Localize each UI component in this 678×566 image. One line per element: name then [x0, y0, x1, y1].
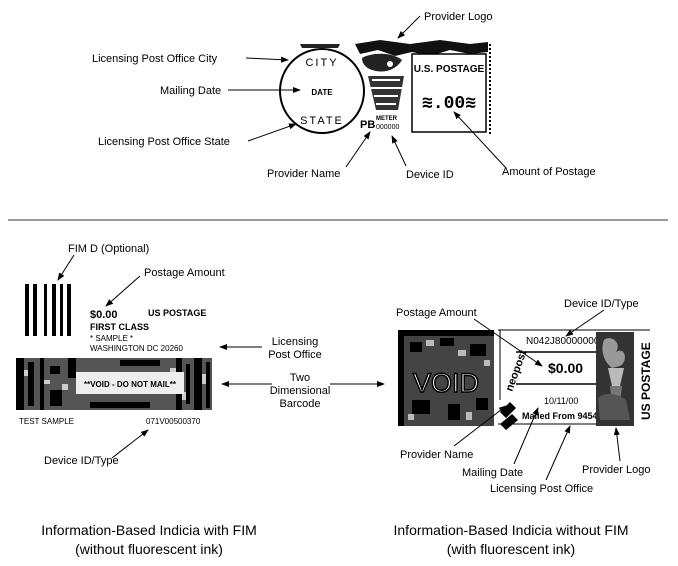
eagle-logo-icon: [300, 40, 488, 110]
label-barcode-1: Two: [290, 372, 310, 384]
meter-callouts: [228, 15, 507, 169]
nofim-amount: $0.00: [548, 360, 583, 376]
nofim-void: VOID: [413, 368, 479, 398]
fim-caption: Information-Based Indicia with FIM (with…: [18, 521, 280, 559]
label-nofim-device-id: Device ID/Type: [564, 298, 639, 310]
stamp-us-postage: U.S. POSTAGE: [414, 64, 485, 75]
fim-indicia: $0.00 US POSTAGE FIRST CLASS * SAMPLE * …: [16, 284, 212, 426]
label-licensing-office-1: Licensing: [272, 336, 318, 348]
label-provider-name: Provider Name: [267, 168, 340, 180]
nofim-device-no: N042J80000000: [526, 336, 600, 347]
date-circle: [279, 48, 365, 134]
label-licensing-office-2: Post Office: [268, 349, 322, 361]
fim-device-no: 071V00500370: [146, 417, 201, 426]
label-nofim-licensing-office: Licensing Post Office: [490, 483, 593, 495]
label-nofim-provider-logo: Provider Logo: [582, 464, 651, 476]
label-fim-d: FIM D (Optional): [68, 243, 149, 255]
nofim-us-postage: US POSTAGE: [639, 342, 653, 420]
nofim-indicia: VOID neopost N042J80000000 $0.00 10/11/0…: [398, 329, 653, 430]
stamp-meter: METER: [376, 116, 398, 122]
fim-test-sample: TEST SAMPLE: [19, 417, 74, 426]
fim-us-postage: US POSTAGE: [148, 308, 206, 318]
label-amount-of-postage: Amount of Postage: [502, 166, 596, 178]
label-provider-logo: Provider Logo: [424, 11, 493, 23]
nofim-caption-line2: (with fluorescent ink): [446, 541, 576, 557]
label-barcode-3: Barcode: [280, 398, 321, 410]
neopost-logo-icon: [500, 402, 518, 430]
nofim-caption-line1: Information-Based Indicia without FIM: [393, 522, 629, 538]
postage-box: [411, 53, 487, 133]
label-fim-postage-amount: Postage Amount: [144, 267, 225, 279]
nofim-callouts: [453, 309, 621, 481]
fim-amount: $0.00: [90, 309, 118, 321]
stamp-meter-no: 000000: [376, 124, 399, 131]
label-nofim-provider-name: Provider Name: [400, 449, 473, 461]
fim-sample: * SAMPLE *: [90, 334, 133, 343]
stamp-amount: ≋.00≋: [422, 94, 476, 114]
label-licensing-state: Licensing Post Office State: [98, 136, 230, 148]
torch-logo-icon: [596, 332, 634, 426]
fim-first-class: FIRST CLASS: [90, 322, 149, 332]
stamp-city: CITY: [305, 57, 338, 69]
label-licensing-city: Licensing Post Office City: [92, 53, 218, 65]
stamp-date: DATE: [311, 88, 333, 97]
label-mailing-date: Mailing Date: [160, 85, 221, 97]
label-fim-device-id: Device ID/Type: [44, 455, 119, 467]
stamp-pb: PB: [360, 119, 375, 131]
fim-bars: [25, 284, 71, 336]
fim-caption-line2: (without fluorescent ink): [75, 541, 223, 557]
fim-void: **VOID - DO NOT MAIL**: [84, 380, 177, 389]
fim-caption-line1: Information-Based Indicia with FIM: [41, 522, 257, 538]
label-nofim-postage-amount: Postage Amount: [396, 307, 477, 319]
nofim-barcode-light: [408, 340, 490, 420]
nofim-barcode-texture: [398, 330, 494, 426]
stamp-state: STATE: [300, 115, 344, 127]
nofim-caption: Information-Based Indicia without FIM (w…: [370, 521, 652, 559]
fim-city: WASHINGTON DC 20260: [90, 344, 183, 353]
label-nofim-mailing-date: Mailing Date: [462, 467, 523, 479]
label-device-id: Device ID: [406, 169, 454, 181]
fim-callouts: [57, 254, 385, 459]
label-barcode-2: Dimensional: [270, 385, 331, 397]
nofim-date: 10/11/00: [544, 396, 578, 406]
nofim-mailed-from: Mailed From 94545: [522, 411, 603, 421]
meter-stamp: CITY DATE STATE PB METER 000000 U.S. POS…: [279, 40, 491, 134]
